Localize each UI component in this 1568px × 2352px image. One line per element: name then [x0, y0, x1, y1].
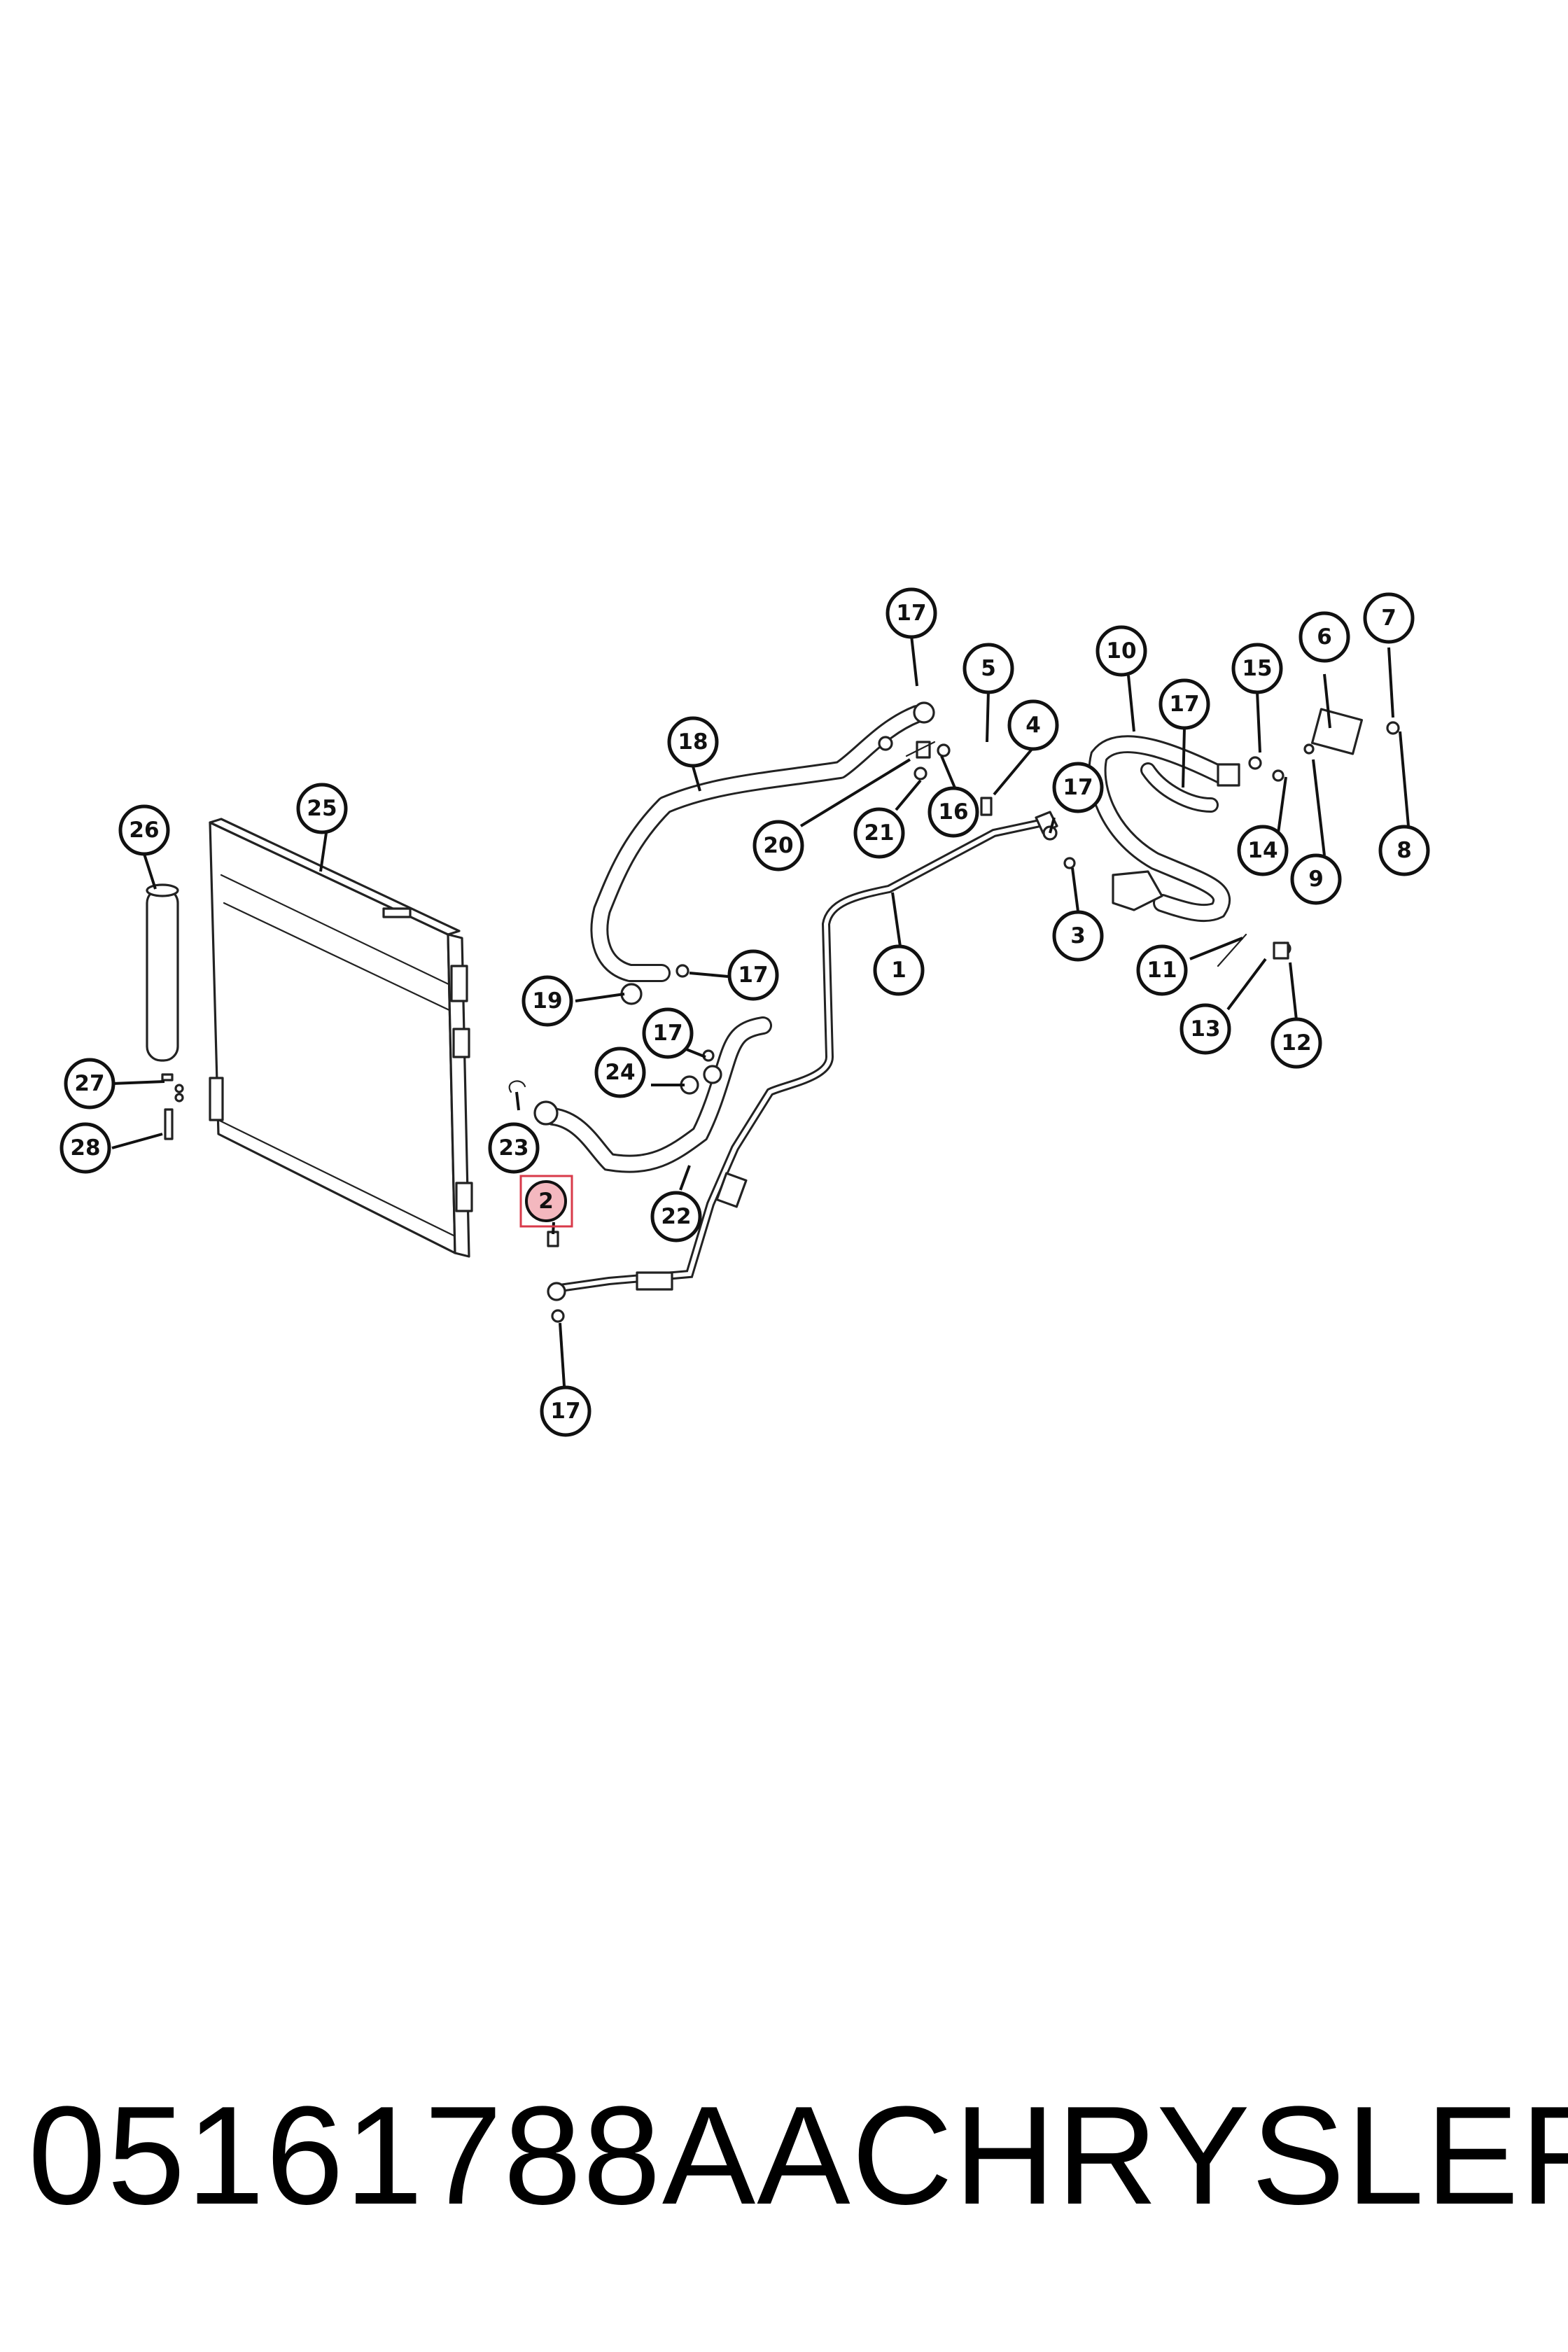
callout-label: 19 — [532, 988, 562, 1014]
callout[interactable]: 10 — [1096, 625, 1147, 677]
callout[interactable]: 19 — [522, 975, 573, 1027]
callout-label: 17 — [652, 1021, 682, 1046]
callout-label: 10 — [1106, 638, 1136, 664]
callout-label: 23 — [498, 1135, 528, 1161]
callout[interactable]: 7 — [1363, 592, 1415, 644]
leader-lines — [111, 635, 1410, 1387]
callout-label: 20 — [763, 833, 793, 858]
callout-label: 12 — [1281, 1030, 1311, 1056]
callout[interactable]: 17 — [1052, 762, 1104, 813]
callout[interactable]: 17 — [727, 949, 779, 1001]
callout-label: 27 — [74, 1071, 104, 1096]
callout-label: 5 — [981, 656, 996, 681]
callout[interactable]: 17 — [540, 1385, 592, 1437]
drier-hardware — [161, 1073, 184, 1140]
brand-name: CHRYSLER — [851, 2078, 1568, 2234]
callout-label: 8 — [1396, 838, 1412, 863]
callout-label: 28 — [70, 1135, 100, 1161]
callout-label: 13 — [1190, 1016, 1220, 1042]
callout[interactable]: 4 — [1007, 699, 1059, 751]
callout[interactable]: 18 — [667, 716, 719, 768]
callout-label: 17 — [1169, 692, 1199, 717]
callout-label: 4 — [1026, 713, 1041, 738]
callout-label: 25 — [307, 796, 337, 821]
callout[interactable]: 12 — [1270, 1017, 1322, 1069]
callout-label: 21 — [864, 820, 894, 846]
expansion-valve-hoses — [1088, 708, 1364, 923]
callout-label: 17 — [550, 1399, 580, 1424]
caption: 05161788AA CHRYSLER — [28, 2078, 1568, 2234]
callout[interactable]: 6 — [1298, 611, 1350, 663]
callout[interactable]: 9 — [1290, 853, 1342, 905]
callout-label: 3 — [1070, 923, 1086, 948]
highlight-box — [519, 1175, 573, 1228]
callout-label: 11 — [1147, 958, 1177, 983]
callout[interactable]: 23 — [488, 1122, 540, 1174]
discharge-hose — [533, 1016, 772, 1173]
callout[interactable]: 28 — [59, 1122, 111, 1174]
callout[interactable]: 26 — [118, 804, 170, 856]
callout-label: 14 — [1247, 838, 1278, 863]
suction-hose — [590, 701, 935, 982]
callout[interactable]: 15 — [1231, 643, 1283, 694]
callout-highlighted[interactable]: 2 — [525, 1180, 567, 1222]
callout[interactable]: 11 — [1136, 944, 1188, 996]
callout-label: 6 — [1317, 624, 1332, 650]
callout-label: 17 — [738, 962, 768, 988]
callout[interactable]: 3 — [1052, 910, 1104, 962]
callout[interactable]: 16 — [927, 786, 979, 838]
callout-label: 17 — [1063, 775, 1093, 800]
callout-label: 15 — [1242, 656, 1272, 681]
callout-label: 22 — [661, 1204, 691, 1229]
condenser — [209, 818, 473, 1258]
callout-label: 2 — [538, 1189, 554, 1214]
callout[interactable]: 27 — [64, 1058, 115, 1110]
callout[interactable]: 17 — [642, 1007, 694, 1059]
liquid-line — [547, 811, 1058, 1301]
callout-label: 7 — [1381, 606, 1396, 631]
callout[interactable]: 8 — [1378, 825, 1430, 876]
callout-label: 26 — [129, 818, 159, 843]
part-number: 05161788AA — [28, 2078, 852, 2234]
callout[interactable]: 22 — [650, 1191, 702, 1242]
callout[interactable]: 17 — [886, 587, 937, 639]
callout[interactable]: 25 — [296, 783, 348, 834]
callout[interactable]: 20 — [752, 820, 804, 872]
fittings — [508, 721, 1400, 1323]
callout[interactable]: 17 — [1158, 678, 1210, 730]
callout-label: 1 — [891, 958, 906, 983]
callout[interactable]: 13 — [1180, 1003, 1231, 1055]
callout[interactable]: 1 — [873, 944, 925, 996]
callout-label: 24 — [605, 1060, 635, 1085]
callout[interactable]: 24 — [594, 1046, 646, 1098]
callout-label: 17 — [896, 601, 926, 626]
callout[interactable]: 5 — [962, 643, 1014, 694]
receiver-drier — [146, 883, 179, 1062]
callout-label: 9 — [1308, 867, 1324, 892]
callout[interactable]: 21 — [853, 807, 905, 859]
callout-label: 16 — [938, 799, 968, 825]
callout-label: 18 — [678, 729, 708, 755]
callout[interactable]: 14 — [1237, 825, 1289, 876]
